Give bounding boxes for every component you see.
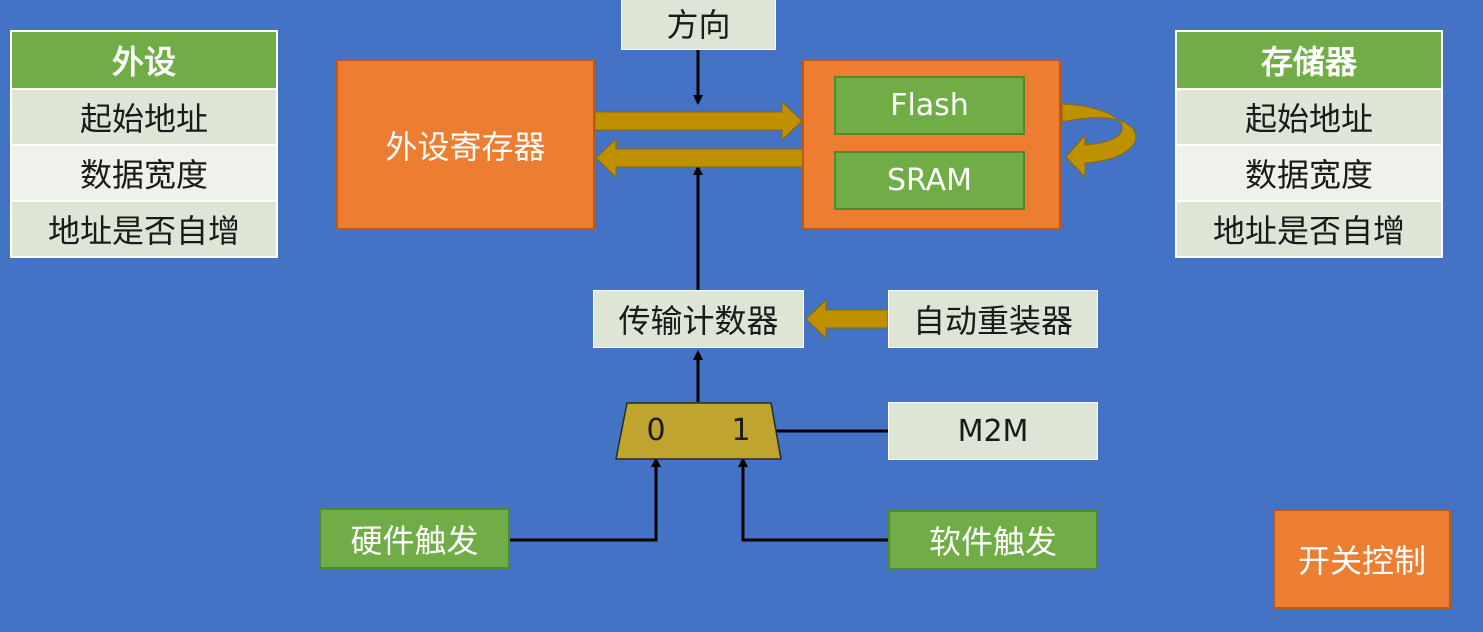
mux-input-0: 0: [646, 412, 666, 448]
peripheral-config-table: 外设 起始地址 数据宽度 地址是否自增: [10, 30, 278, 258]
mux-selector: [615, 402, 782, 460]
peripheral-data-width: 数据宽度: [12, 146, 276, 200]
software-trigger: 软件触发: [888, 510, 1098, 570]
memory-config-table: 存储器 起始地址 数据宽度 地址是否自增: [1175, 30, 1443, 258]
gold-arrow-right: [594, 100, 803, 142]
memory-table-title: 存储器: [1177, 32, 1441, 88]
memory-start-address: 起始地址: [1177, 90, 1441, 144]
direction-label: 方向: [621, 0, 776, 50]
memory-address-increment: 地址是否自增: [1177, 202, 1441, 256]
flash-block: Flash: [834, 76, 1025, 135]
switch-control: 开关控制: [1273, 509, 1451, 609]
gold-arrow-reload: [805, 298, 889, 340]
gold-arrow-left: [595, 137, 804, 179]
peripheral-table-title: 外设: [12, 32, 276, 88]
sram-block: SRAM: [834, 151, 1025, 210]
gold-arrow-curved: [1061, 103, 1137, 179]
peripheral-register: 外设寄存器: [336, 59, 595, 230]
auto-reloader: 自动重装器: [888, 290, 1098, 348]
hardware-trigger-wire: [510, 457, 661, 542]
software-trigger-wire: [738, 457, 890, 542]
peripheral-address-increment: 地址是否自增: [12, 202, 276, 256]
memory-data-width: 数据宽度: [1177, 146, 1441, 200]
hardware-trigger: 硬件触发: [319, 508, 510, 569]
peripheral-start-address: 起始地址: [12, 90, 276, 144]
mux-input-1: 1: [731, 412, 751, 448]
m2m-label: M2M: [888, 402, 1098, 460]
transfer-counter: 传输计数器: [593, 290, 804, 348]
